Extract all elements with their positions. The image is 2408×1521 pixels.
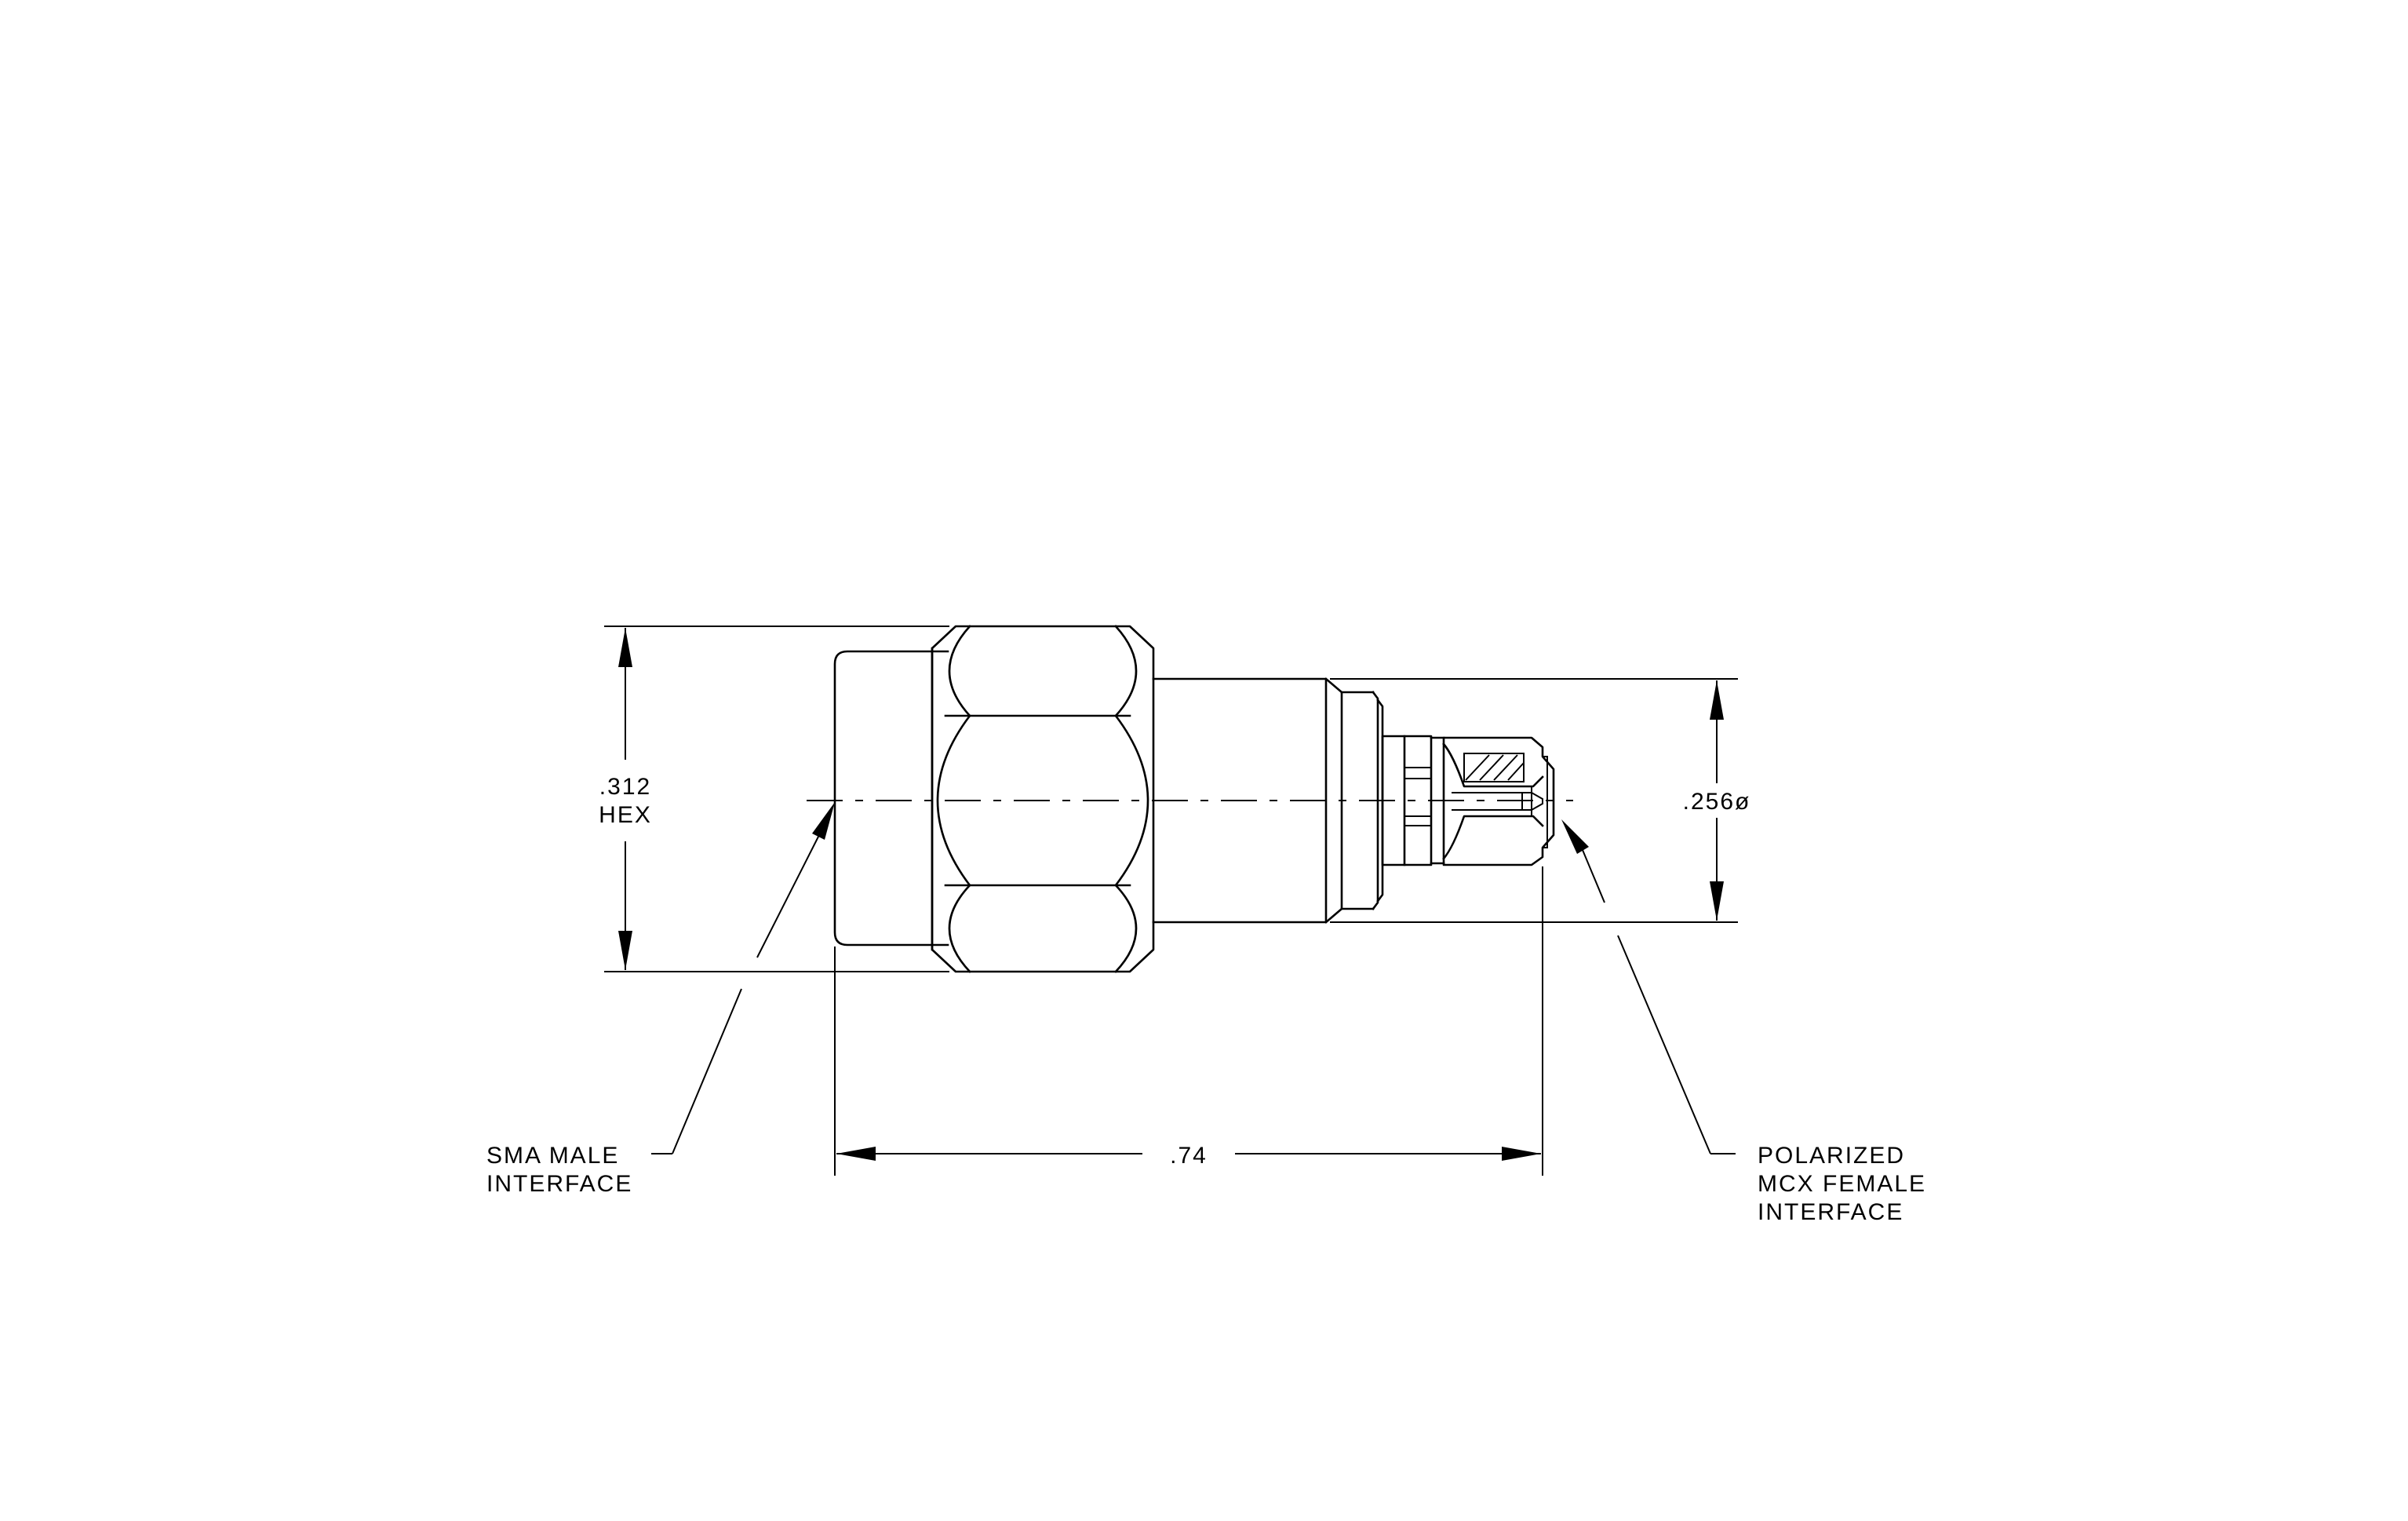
- hex-label: HEX: [599, 802, 652, 828]
- dim-arrow-down: [618, 931, 632, 970]
- dim-arrow-up: [1710, 680, 1724, 720]
- leader-arrowhead: [812, 802, 835, 840]
- extension-lines: [604, 626, 1738, 1176]
- sma-front-face: [833, 650, 949, 947]
- sma-label-line2: INTERFACE: [486, 1171, 632, 1197]
- body-diameter-value: .256ø: [1683, 789, 1751, 815]
- dim-arrow-right: [1502, 1147, 1541, 1161]
- length-dimension: .74: [836, 1143, 1541, 1169]
- sma-label-line1: SMA MALE: [486, 1143, 619, 1169]
- mcx-female-interface: [1442, 736, 1555, 866]
- dim-arrow-up: [618, 628, 632, 667]
- hex-nut: [931, 625, 1155, 973]
- mcx-label-line1: POLARIZED: [1758, 1143, 1905, 1169]
- overall-length-value: .74: [1170, 1143, 1208, 1169]
- hex-width-value: .312: [599, 774, 651, 800]
- mcx-label-line3: INTERFACE: [1758, 1199, 1903, 1225]
- leader-arrowhead: [1561, 819, 1589, 854]
- sma-leader: SMA MALE INTERFACE: [486, 802, 835, 1197]
- dim-arrow-down: [1710, 881, 1724, 921]
- hex-dimension: .312 HEX: [599, 628, 652, 970]
- mcx-label-line2: MCX FEMALE: [1758, 1171, 1926, 1197]
- diameter-dimension: .256ø: [1683, 680, 1751, 921]
- dim-arrow-left: [836, 1147, 876, 1161]
- mcx-collar: [1381, 735, 1445, 866]
- mcx-leader: POLARIZED MCX FEMALE INTERFACE: [1561, 819, 1926, 1225]
